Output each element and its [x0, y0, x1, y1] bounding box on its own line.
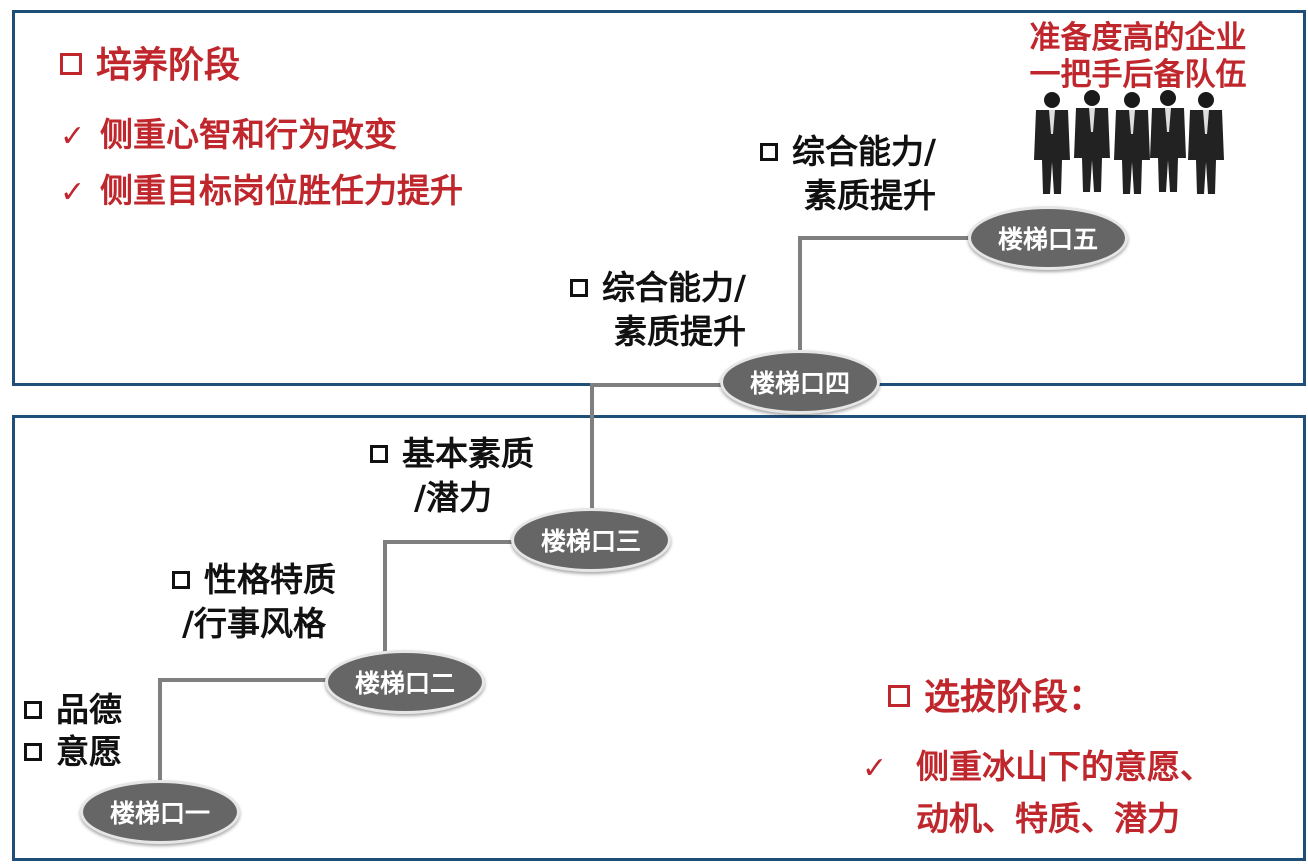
checkbox-square-icon: [888, 685, 910, 707]
stair-node-3: 楼梯口三: [511, 508, 671, 572]
stair-node-2: 楼梯口二: [325, 650, 485, 714]
checkbox-square-icon: [172, 571, 190, 589]
checkbox-square-icon: [570, 279, 588, 297]
step5-label: 综合能力/ 素质提升: [760, 130, 936, 218]
checkbox-square-icon: [760, 143, 778, 161]
successor-team-title: 准备度高的企业 一把手后备队伍: [1029, 20, 1247, 93]
step1-label-1: 品德: [24, 688, 122, 732]
businessmen-group-image: [1034, 90, 1224, 194]
training-bullet-2: ✓侧重目标岗位胜任力提升: [60, 171, 463, 210]
checkmark-icon: ✓: [862, 751, 888, 786]
step2-label: 性格特质 /行事风格: [172, 558, 336, 646]
stair-node-4: 楼梯口四: [720, 350, 880, 414]
step1-label-2: 意愿: [24, 730, 122, 774]
checkbox-square-icon: [24, 743, 42, 761]
step3-label: 基本素质 /潜力: [370, 432, 534, 520]
step4-label: 综合能力/ 素质提升: [570, 266, 746, 354]
checkmark-icon: ✓: [60, 119, 86, 154]
checkbox-square-icon: [24, 701, 42, 719]
checkbox-square-icon: [370, 445, 388, 463]
stair-node-1: 楼梯口一: [80, 780, 240, 844]
stair-node-5: 楼梯口五: [968, 206, 1128, 270]
training-bullet-1: ✓侧重心智和行为改变: [60, 115, 397, 154]
checkmark-icon: ✓: [60, 175, 86, 210]
selection-stage-title: 选拔阶段：: [888, 668, 1104, 720]
selection-bullet: ✓侧重冰山下的意愿、 动机、特质、潜力: [862, 742, 1213, 844]
checkbox-square-icon: [60, 53, 82, 75]
training-stage-title: 培养阶段: [60, 36, 240, 88]
